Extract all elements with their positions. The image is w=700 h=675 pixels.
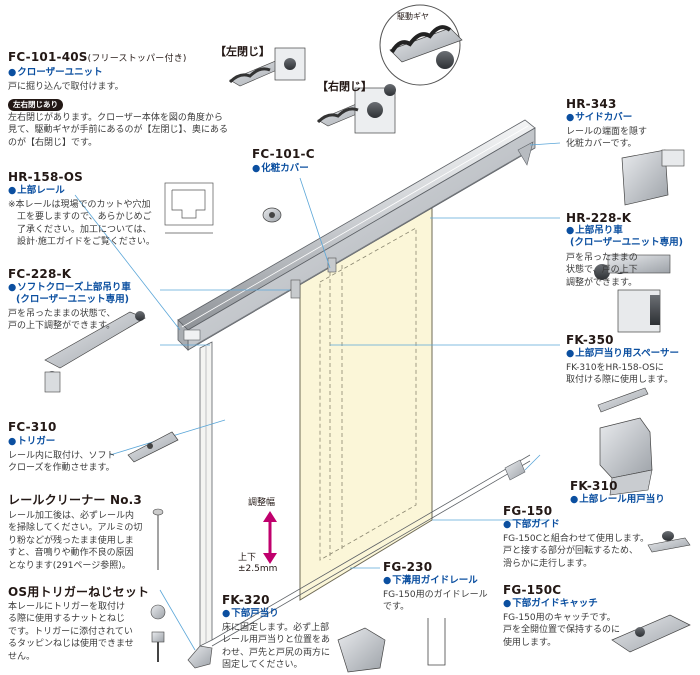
decorative-cover-code: FC-101-C (252, 147, 315, 161)
closer-unit-note: (フリーストッパー付き) (87, 54, 187, 64)
drive-gear-label: 駆動ギヤ (397, 12, 429, 21)
upper-rail-desc: ※本レールは現場でのカットや穴加 工を要しますので、あらかじめご 了承ください。… (8, 200, 155, 248)
decorative-cover (262, 207, 282, 223)
floor-guide-rail (211, 454, 531, 647)
upper-rail-stopper-code: FK-310 (570, 479, 618, 493)
spacer-category: ●上部戸当り用スペーサー (566, 348, 679, 359)
trigger-screw-set (150, 604, 166, 662)
lower-guide-category: ●下部ガイド (503, 519, 560, 530)
closer-unit-code-text: FC-101-40S (8, 50, 88, 64)
lower-stopper-desc: 床に固定します。必ず上部レール用戸当りと位置をあわせ、戸先と戸尻の両方に固定して… (222, 623, 331, 671)
upper-rail-category: ●上部レール (8, 185, 65, 196)
upper-rail-stopper (599, 417, 653, 496)
left-close-label: 【左閉じ】 (215, 45, 270, 58)
upper-hanger-desc: 戸を吊ったままの状態で、戸の上下調整ができます。 (566, 253, 638, 288)
closer-unit-right (316, 84, 396, 134)
closer-unit-category: ●クローザーユニット (8, 67, 103, 78)
closer-unit-category-text: クローザーユニット (17, 67, 103, 78)
trigger (127, 431, 179, 463)
upper-rail-stopper-category: ●上部レール用戸当り (570, 494, 665, 505)
closer-unit-desc: 戸に掘り込んで取付けます。 (8, 82, 124, 92)
screw-set-code: OS用トリガーねじセット (8, 585, 150, 599)
side-cover (621, 149, 685, 206)
upper-rail-code: HR-158-OS (8, 170, 83, 184)
lower-guide-code: FG-150 (503, 504, 553, 518)
lower-stopper (187, 645, 213, 669)
decorative-cover-category: ●化粧カバー (252, 163, 309, 174)
lower-stopper-category: ●下部戸当り (222, 608, 279, 619)
left-right-badge: 左右閉じあり (8, 99, 63, 111)
guide-catch-category: ●下部ガイドキャッチ (503, 598, 598, 609)
adjust-range: 上下±2.5mm (238, 553, 278, 574)
guide-catch-code: FG-150C (503, 583, 562, 597)
rail-hangers (290, 257, 337, 299)
upper-hanger-code: HR-228-K (566, 211, 632, 225)
drive-gear-zoom (379, 4, 463, 86)
soft-close-hanger-category: ●ソフトクローズ上部吊り車 (クローザーユニット専用) (8, 282, 131, 305)
rail-cleaner (152, 508, 164, 570)
lower-stopper-code: FK-320 (222, 593, 270, 607)
adjust-arrow (263, 511, 277, 564)
rail-cleaner-code: レールクリーナー No.3 (8, 493, 142, 507)
screw-set-desc: 本レールにトリガーを取付ける際に使用するナットとねじです。トリガーに添付されてい… (8, 602, 134, 662)
trigger-category: ●トリガー (8, 436, 56, 447)
guide-catch-desc: FG-150用のキャッチです。戸を全開位置で保持するのに使用します。 (503, 613, 621, 648)
upper-rail (177, 119, 536, 351)
guide-rail-profile (427, 618, 446, 666)
lower-stopper-piece (337, 627, 386, 673)
closer-unit-code: FC-101-40S(フリーストッパー付き) (8, 50, 187, 65)
rail-cleaner-desc: レール加工後は、必ずレール内を掃除してください。アルミの切り粉などが残ったまま使… (8, 511, 143, 571)
spacer-code: FK-350 (566, 333, 614, 347)
guide-rail-desc: FG-150用のガイドレールです。 (383, 590, 488, 613)
soft-close-hanger-desc: 戸を吊ったままの状態で、戸の上下調整ができます。 (8, 309, 116, 332)
closer-unit-desc2: 左右閉じがあります。クローザー本体を図の角度から見て、駆動ギヤが手前にあるのが【… (8, 113, 229, 148)
closer-unit-left (228, 47, 306, 87)
side-cover-category: ●サイドカバー (566, 112, 633, 123)
adjust-title: 調整幅 (248, 498, 276, 508)
spacer-desc: FK-310をHR-158-OSに取付ける際に使用します。 (566, 363, 674, 386)
trigger-code: FC-310 (8, 420, 57, 434)
rail-cross-section (164, 182, 214, 234)
door-frame-post (199, 341, 213, 647)
side-cover-desc: レールの端面を隠す化粧カバーです。 (566, 127, 648, 150)
guide-rail-code: FG-230 (383, 560, 433, 574)
soft-close-hanger-code: FC-228-K (8, 267, 72, 281)
upper-hanger (594, 254, 671, 333)
trigger-desc: レール内に取付け、ソフトクローズを作動させます。 (8, 451, 116, 474)
door-dashed-outline (319, 227, 417, 561)
guide-catch (611, 614, 691, 653)
lower-guide-desc: FG-150Cと組合わせて使用します。戸と接する部分が回転するため、滑らかに走行… (503, 534, 649, 569)
stopper-spacer (597, 387, 649, 413)
right-close-label: 【右閉じ】 (317, 80, 372, 93)
side-cover-code: HR-343 (566, 97, 617, 111)
lower-guide (647, 531, 691, 553)
soft-close-hanger (44, 311, 146, 393)
upper-hanger-category: ●上部吊り車 (クローザーユニット専用) (566, 225, 683, 248)
guide-rail-category: ●下溝用ガイドレール (383, 575, 478, 586)
